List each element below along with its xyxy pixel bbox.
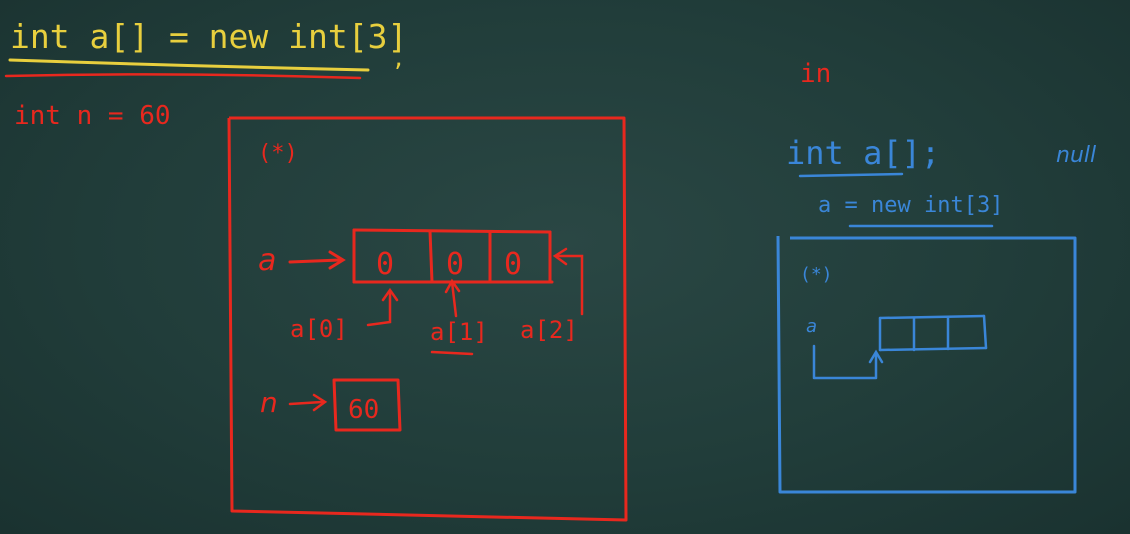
red-var-arrow-line <box>288 400 324 406</box>
red-index-0: a[0] <box>290 315 348 343</box>
red-var-box <box>332 378 402 432</box>
red-pointer-a1 <box>450 280 458 318</box>
red-pointer-a2 <box>554 254 584 316</box>
yellow-comma: , <box>392 47 405 72</box>
red-ref-arrow-line <box>288 258 342 264</box>
blue-ref-arrowhead <box>868 349 884 364</box>
blue-memory-box <box>776 235 1077 494</box>
blue-array-bottom <box>878 346 988 352</box>
red-cell-0: 0 <box>376 247 394 282</box>
red-ref-arrowhead <box>328 250 346 270</box>
blue-array-right <box>982 314 988 350</box>
blue-box-label: (*) <box>800 264 833 285</box>
red-pointer-a0 <box>366 290 392 327</box>
blue-declaration: int a[]; <box>786 134 940 172</box>
red-pointer-a0-head <box>381 287 399 302</box>
red-underline <box>4 73 362 80</box>
blue-assignment: a = new int[3] <box>818 193 1003 218</box>
yellow-underline <box>8 58 370 72</box>
red-cell-2: 0 <box>504 247 522 282</box>
blue-declaration-underline <box>798 172 904 178</box>
red-var-name: n <box>260 386 278 419</box>
blue-ref-connector <box>812 344 878 380</box>
blue-array-ref: a <box>806 316 817 337</box>
yellow-statement: int a[] = new int[3] <box>10 17 407 56</box>
red-pointer-a2-head <box>552 247 568 266</box>
red-memory-box <box>227 116 628 522</box>
red-var-arrowhead <box>312 393 328 412</box>
red-box-label: (*) <box>258 141 298 166</box>
blue-array-top <box>878 314 986 320</box>
red-top-mark: in <box>800 59 831 89</box>
blue-null-note: null <box>1056 143 1096 168</box>
red-index-1: a[1] <box>430 318 488 346</box>
red-array-divider-1 <box>428 229 434 284</box>
red-array-ref: a <box>258 243 276 278</box>
red-array-top <box>352 228 552 234</box>
red-pointer-a1-head <box>444 278 461 294</box>
red-index-1-underline <box>430 350 474 356</box>
red-index-2: a[2] <box>520 316 578 344</box>
red-declaration: int n = 60 <box>14 101 171 131</box>
red-cell-1: 0 <box>446 247 464 282</box>
red-var-value: 60 <box>348 395 379 425</box>
